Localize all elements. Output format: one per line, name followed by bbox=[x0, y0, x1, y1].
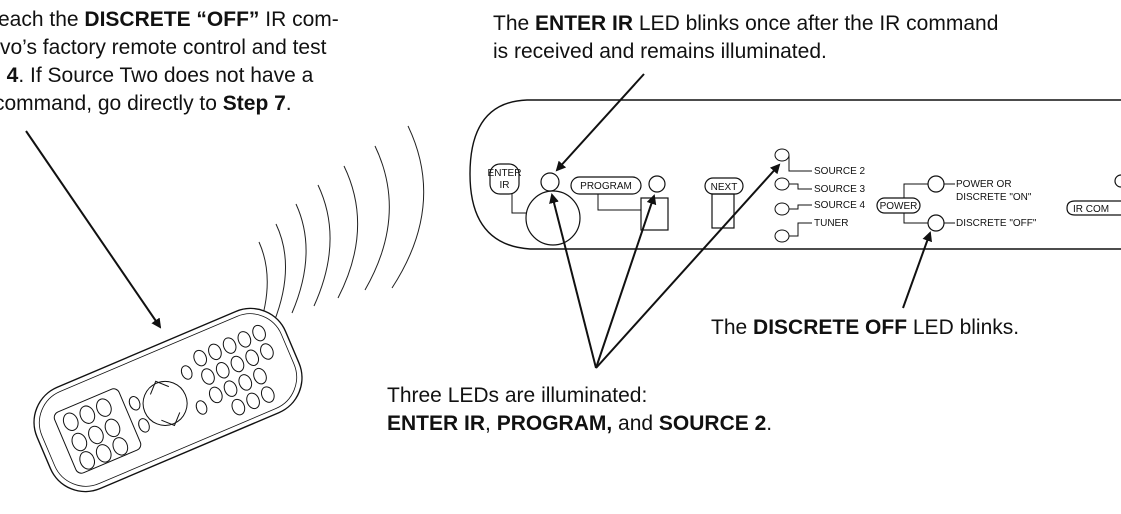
enter-ir-label-bottom: IR bbox=[500, 180, 510, 191]
arrow-to-enter-ir-led bbox=[555, 73, 645, 172]
arrow-to-remote bbox=[25, 130, 162, 329]
program-label: PROGRAM bbox=[580, 181, 632, 192]
program-led bbox=[648, 175, 666, 193]
discrete-off-label: DISCRETE "OFF" bbox=[956, 218, 1037, 229]
tuner-led bbox=[774, 229, 790, 243]
instruction-paragraph: each the DISCRETE “OFF” IR com- vo’s fac… bbox=[0, 6, 440, 121]
arrow-three-to-program bbox=[595, 194, 657, 369]
enter-ir-caption: The ENTER IR LED blinks once after the I… bbox=[493, 10, 998, 66]
arrows bbox=[25, 73, 932, 369]
discrete-on-label: DISCRETE "ON" bbox=[956, 192, 1032, 203]
source2-led bbox=[774, 148, 790, 162]
three-leds-caption: Three LEDs are illuminated: ENTER IR, PR… bbox=[387, 382, 772, 438]
enter-ir-led bbox=[540, 172, 560, 192]
discrete-off-led bbox=[927, 214, 945, 232]
enter-ir-caption-line-1: The ENTER IR LED blinks once after the I… bbox=[493, 12, 999, 35]
enter-ir-label-top: ENTER bbox=[488, 168, 522, 179]
program-button[interactable] bbox=[570, 176, 642, 195]
ir-sensor-window bbox=[525, 190, 581, 246]
ir-com-label: IR COM bbox=[1073, 204, 1109, 215]
discrete-off-caption: The DISCRETE OFF LED blinks. bbox=[711, 316, 1020, 339]
arrow-three-to-source2 bbox=[595, 163, 781, 369]
ir-signal-waves bbox=[257, 125, 425, 332]
source4-label: SOURCE 4 bbox=[814, 200, 866, 211]
instruction-line-3: p 4. If Source Two does not have a bbox=[0, 64, 314, 87]
ir-com-button[interactable] bbox=[1066, 200, 1121, 216]
instruction-line-2: vo’s factory remote control and test bbox=[0, 36, 327, 59]
arrow-to-discrete-off-led bbox=[902, 231, 932, 309]
source3-label: SOURCE 3 bbox=[814, 184, 866, 195]
instruction-line-1: each the DISCRETE “OFF” IR com- bbox=[0, 8, 339, 31]
front-panel: ENTER IR PROGRAM NEXT SOURCE 2 SOURCE 3 … bbox=[469, 99, 1121, 250]
three-leds-caption-line-2: ENTER IR, PROGRAM, and SOURCE 2. bbox=[387, 412, 773, 435]
source3-led bbox=[774, 177, 790, 191]
enter-ir-button[interactable] bbox=[489, 163, 520, 195]
arrow-three-to-enter-ir bbox=[549, 193, 597, 369]
power-button[interactable] bbox=[876, 197, 921, 214]
power-or-label: POWER OR bbox=[956, 179, 1012, 190]
instruction-line-4: command, go directly to Step 7. bbox=[0, 92, 292, 115]
source-led-group bbox=[774, 148, 812, 243]
power-label: POWER bbox=[880, 201, 918, 212]
source4-led bbox=[774, 202, 790, 216]
next-key-outline bbox=[711, 193, 735, 229]
source2-label: SOURCE 2 bbox=[814, 166, 866, 177]
tuner-label: TUNER bbox=[814, 218, 848, 229]
ir-com-led bbox=[1114, 174, 1121, 188]
power-on-led bbox=[927, 175, 945, 193]
next-label: NEXT bbox=[711, 182, 738, 193]
enter-ir-caption-line-2: is received and remains illuminated. bbox=[493, 40, 827, 63]
three-leds-caption-line-1: Three LEDs are illuminated: bbox=[387, 384, 648, 407]
remote-control bbox=[33, 307, 303, 493]
